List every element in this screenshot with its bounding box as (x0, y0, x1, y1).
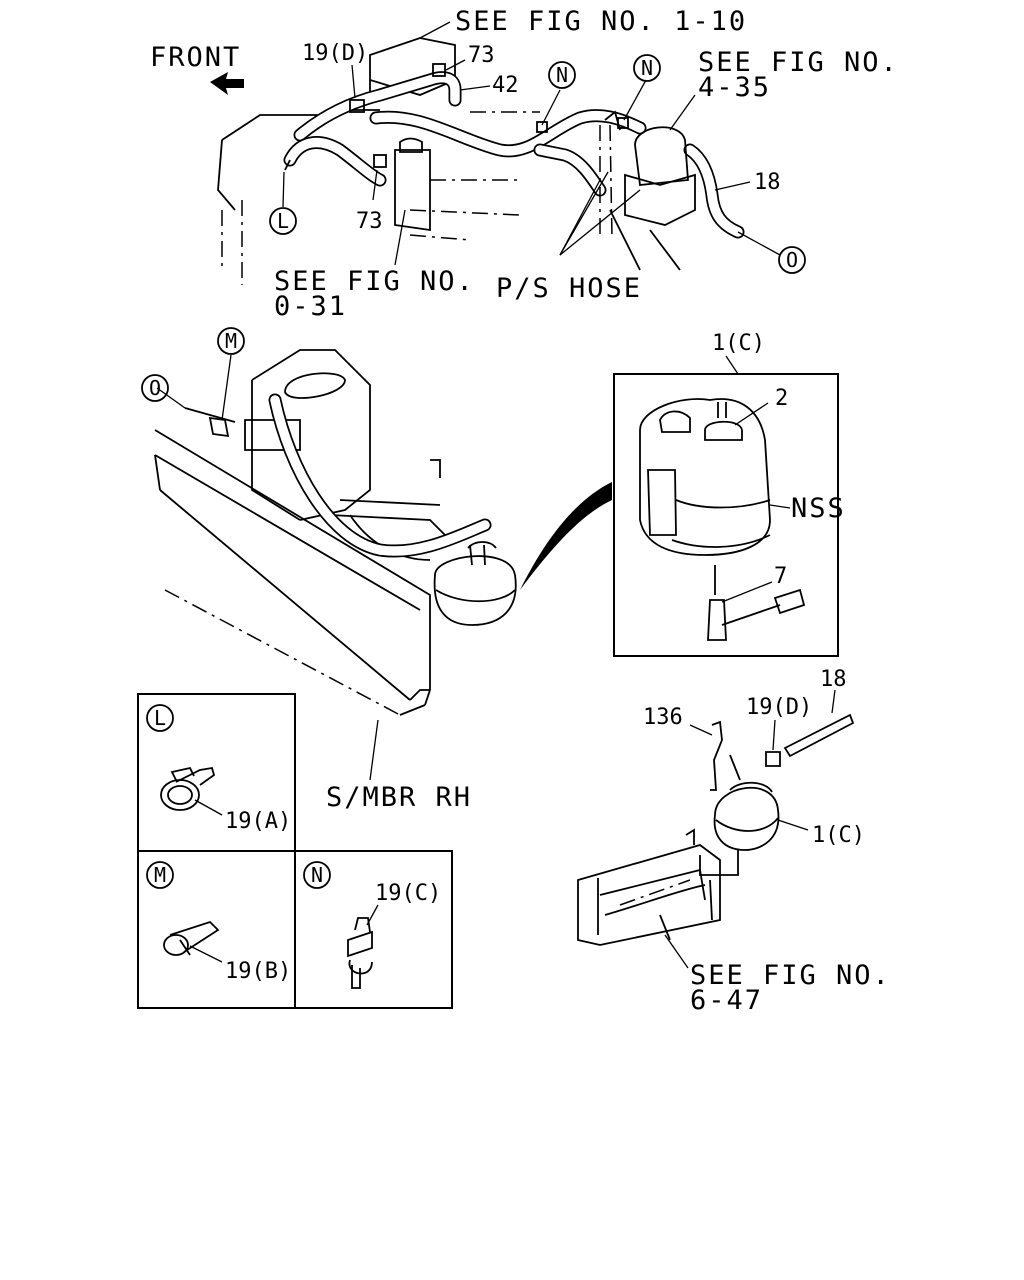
svg-text:O: O (786, 248, 798, 272)
clamp-73-mid (373, 154, 387, 168)
callout-m-detail: M (146, 861, 174, 889)
callout-o-mid: O (141, 374, 169, 402)
part-19c-label: 19(C) (375, 881, 441, 906)
smbr-rh-label: S/MBR RH (326, 782, 472, 813)
part-1c-low-label: 1(C) (812, 823, 865, 848)
see-fig-0-31-line2: 0-31 (274, 291, 347, 322)
front-label: FRONT (150, 42, 241, 73)
svg-text:M: M (154, 863, 166, 887)
see-fig-1-10-label: SEE FIG NO. 1-10 (455, 6, 747, 37)
part-18-low-label: 18 (820, 667, 847, 692)
callout-l-detail: L (146, 704, 174, 732)
canister-mid (433, 541, 517, 626)
ps-hose-label: P/S HOSE (496, 273, 642, 304)
svg-text:L: L (154, 706, 166, 730)
part-19d-top-label: 19(D) (302, 41, 368, 66)
callout-n-1: N (548, 61, 576, 89)
callout-l-top: L (269, 207, 297, 235)
see-fig-6-47-line2: 6-47 (690, 985, 763, 1016)
top-assembly: FRONT (150, 6, 899, 322)
part-7-label: 7 (774, 564, 787, 589)
detail-boxes: L 19(A) M 19(B) N (137, 693, 453, 1009)
part-136-label: 136 (643, 705, 683, 730)
detail-box-n (294, 850, 453, 1009)
see-fig-6-47-line1: SEE FIG NO. (690, 960, 891, 991)
svg-text:O: O (149, 376, 161, 400)
svg-text:N: N (311, 863, 323, 887)
svg-text:L: L (277, 209, 289, 233)
part-19b-label: 19(B) (225, 959, 291, 984)
inset-canister-detail: 1(C) 2 NSS 7 (613, 331, 846, 657)
side-member-assembly: S/MBR RH M O (141, 327, 612, 813)
svg-text:M: M (225, 329, 237, 353)
front-arrow-icon (210, 72, 244, 95)
see-fig-4-35-line1: SEE FIG NO. (698, 47, 899, 78)
svg-text:N: N (556, 63, 568, 87)
clamp-19b-icon (163, 920, 220, 956)
part-18-top-label: 18 (754, 170, 781, 195)
clamp-19c-icon (347, 917, 373, 989)
callout-wedge (520, 482, 612, 590)
nss-label: NSS (791, 493, 846, 524)
part-19a-label: 19(A) (225, 809, 291, 834)
clamp-19a-icon (160, 766, 216, 811)
svg-text:N: N (641, 56, 653, 80)
see-fig-4-35-line2: 4-35 (698, 72, 771, 103)
clamp-73-top (432, 63, 446, 77)
clamp-19d-top (349, 99, 365, 113)
see-fig-0-31-line1: SEE FIG NO. (274, 266, 475, 297)
callout-n-2: N (633, 54, 661, 82)
part-1c-inset-label: 1(C) (712, 331, 765, 356)
part-19d-low-label: 19(D) (746, 695, 812, 720)
part-42-label: 42 (492, 73, 519, 98)
lower-right-assembly: 18 19(D) 136 1(C) SEE FIG NO. 6-47 (577, 667, 891, 1016)
part-2-label: 2 (775, 386, 788, 411)
part-73-top-label: 73 (468, 43, 495, 68)
callout-o-top: O (778, 246, 806, 274)
callout-n-detail: N (303, 861, 331, 889)
callout-m-mid: M (217, 327, 245, 355)
part-73-mid-label: 73 (356, 209, 383, 234)
